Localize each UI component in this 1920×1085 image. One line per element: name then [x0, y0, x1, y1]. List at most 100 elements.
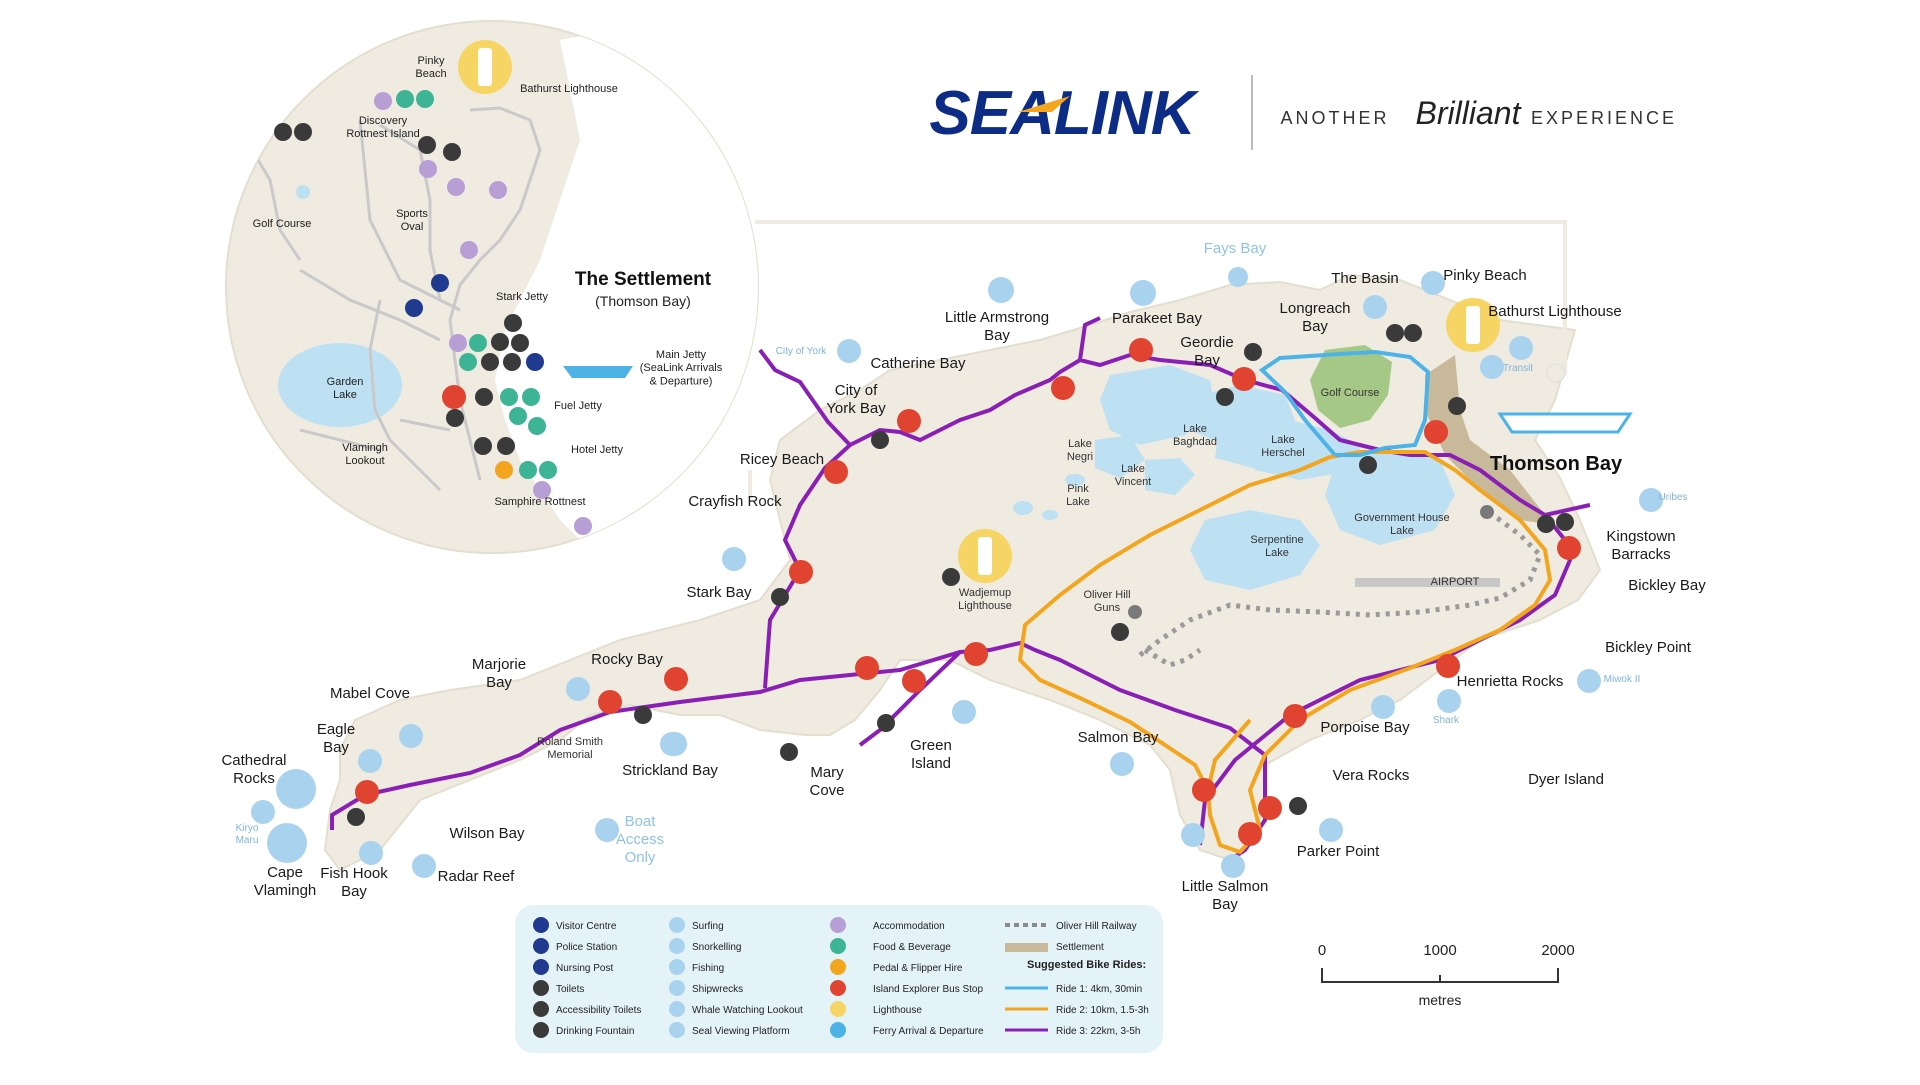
map-label-bickleypt: Bickley Point — [1605, 639, 1692, 656]
legend-col1-2-icon — [533, 959, 549, 975]
tagline-right: EXPERIENCE — [1531, 108, 1677, 128]
legend-col1-item: Toilets — [556, 984, 584, 995]
map-label-uribes: Uribes — [1659, 492, 1688, 503]
rides-title: Suggested Bike Rides: — [1027, 959, 1146, 971]
legend-col1-item: Drinking Fountain — [556, 1026, 634, 1037]
small-pond — [296, 185, 310, 199]
legend-col1-item: Visitor Centre — [556, 921, 617, 932]
map-label-golf: Golf Course — [1321, 387, 1380, 399]
legend-col2-item: Whale Watching Lookout — [692, 1005, 803, 1016]
map-label-rocky: Rocky Bay — [591, 651, 663, 668]
seal-viewing-icon — [276, 769, 316, 809]
ferry-icon — [563, 366, 633, 378]
legend-col3-3-icon — [830, 980, 846, 996]
map-label-wilson: Wilson Bay — [449, 825, 525, 842]
scale-unit: metres — [1419, 992, 1462, 1008]
legend-col3-item: Accommodation — [873, 921, 945, 932]
toilet-icon — [347, 324, 1574, 826]
scale-line — [1321, 968, 1559, 983]
tagline-script: Brilliant — [1416, 95, 1522, 131]
government-house-marker — [1480, 505, 1494, 519]
map-label-basin: The Basin — [1331, 270, 1399, 287]
bus-stop-icon — [355, 338, 1581, 846]
inset-label-stark: Stark Jetty — [496, 291, 548, 303]
legend-col2-5-icon — [669, 1022, 685, 1038]
ride-2-route — [1017, 450, 1553, 855]
snorkel-icon — [358, 267, 1533, 878]
legend-col1-3-icon — [533, 980, 549, 996]
legend-col3-5-icon — [830, 1022, 846, 1038]
tagline-left: ANOTHER — [1280, 108, 1389, 128]
legend-col3-item: Food & Beverage — [873, 942, 951, 953]
legend-settlement-swatch — [1005, 943, 1048, 952]
map-icons — [251, 267, 1663, 878]
shipwreck-icon — [251, 339, 1663, 824]
legend-col2-item: Fishing — [692, 963, 724, 974]
legend-col1-4-icon — [533, 1001, 549, 1017]
map-label-ricey: Ricey Beach — [740, 451, 824, 468]
legend-col2-4-icon — [669, 1001, 685, 1017]
inset-roads — [238, 106, 542, 492]
legend-col1-1-icon — [533, 938, 549, 954]
inset-label-bathurst: Bathurst Lighthouse — [520, 83, 618, 95]
map-label-porpoise: Porpoise Bay — [1320, 719, 1410, 736]
oliver-hill-marker — [1128, 605, 1142, 619]
map-label-cityyork_wreck: City of York — [776, 346, 828, 357]
legend-col3-item: Ferry Arrival & Departure — [873, 1026, 984, 1037]
legend-col3-1-icon — [830, 938, 846, 954]
legend-col2-item: Seal Viewing Platform — [692, 1026, 790, 1037]
salt-lakes — [1013, 365, 1455, 590]
legend-col3-2-icon — [830, 959, 846, 975]
legend-col3-4-icon — [830, 1001, 846, 1017]
inset-connector — [748, 220, 1567, 498]
legend-col2-3-icon — [669, 980, 685, 996]
map-label-parakeet: Parakeet Bay — [1112, 310, 1203, 327]
map-label-bathurst: Bathurst Lighthouse — [1488, 303, 1621, 320]
inset-label-hotel: Hotel Jetty — [571, 444, 623, 456]
ride-1-route — [1258, 349, 1431, 457]
map-label-vera: Vera Rocks — [1333, 767, 1410, 784]
map-label-mabel: Mabel Cove — [330, 685, 410, 702]
settlement-inset: The Settlement (Thomson Bay) — [225, 20, 1567, 554]
map-label-stark: Stark Bay — [686, 584, 752, 601]
map-label-pinky: Pinky Beach — [1443, 267, 1526, 284]
scale-tick-2000: 2000 — [1541, 942, 1574, 959]
whale-watching-icon — [267, 823, 307, 863]
scale-tick-1000: 1000 — [1423, 942, 1456, 959]
map-label-fays: Fays Bay — [1204, 240, 1267, 257]
map-label-transit: Transit — [1503, 363, 1533, 374]
map-label-radar: Radar Reef — [438, 868, 516, 885]
inset-label-golf: Golf Course — [253, 218, 312, 230]
map-label-dyer: Dyer Island — [1528, 771, 1604, 788]
map-label-shark: Shark — [1433, 715, 1460, 726]
legend-col1-item: Police Station — [556, 942, 617, 953]
map-label-crayfish: Crayfish Rock — [688, 493, 782, 510]
map-label-mirvok: Miwok II — [1604, 674, 1641, 685]
golf-course-area — [1310, 345, 1392, 428]
inset-label-samphire: Samphire Rottnest — [494, 496, 585, 508]
